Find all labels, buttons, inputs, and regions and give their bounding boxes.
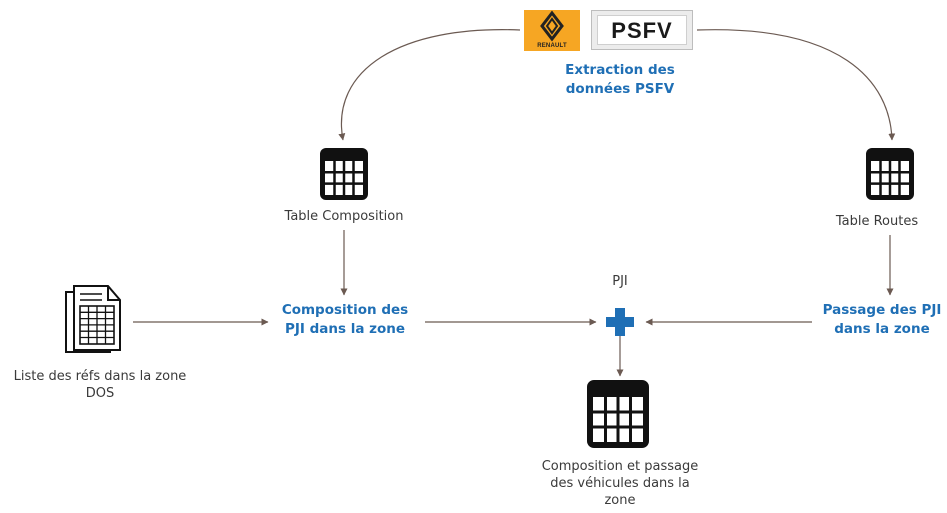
table-routes-icon bbox=[866, 148, 914, 200]
liste-refs-label-line-1: Liste des réfs dans la zone bbox=[13, 369, 187, 384]
result-label-line-3: zone bbox=[604, 493, 636, 508]
document-icon bbox=[65, 285, 121, 353]
extraction-label-line-1: Extraction des bbox=[565, 62, 675, 78]
liste-refs-label: Liste des réfs dans la zone DOS bbox=[0, 368, 200, 402]
passage-pji-label-line-2: dans la zone bbox=[834, 321, 930, 337]
arrow-extraction-to-table-composition bbox=[338, 29, 521, 141]
renault-logo: RENAULT bbox=[524, 10, 580, 51]
renault-diamond-icon bbox=[540, 10, 564, 42]
renault-logo-text: RENAULT bbox=[537, 43, 567, 49]
plus-icon bbox=[606, 308, 634, 336]
composition-pji-label: Composition des PJI dans la zone bbox=[265, 301, 425, 339]
extraction-label: Extraction des données PSFV bbox=[540, 61, 700, 99]
result-label: Composition et passage des véhicules dan… bbox=[518, 458, 722, 509]
table-composition-label: Table Composition bbox=[284, 209, 404, 224]
liste-refs-label-line-2: DOS bbox=[85, 386, 115, 401]
result-label-line-2: des véhicules dans la bbox=[550, 476, 690, 491]
result-label-line-1: Composition et passage bbox=[541, 459, 699, 474]
table-routes-label: Table Routes bbox=[835, 214, 919, 229]
composition-pji-label-line-1: Composition des bbox=[281, 302, 409, 318]
result-table-icon bbox=[587, 380, 649, 448]
arrow-extraction-to-table-routes bbox=[696, 29, 896, 141]
psfv-logo: PSFV bbox=[591, 10, 693, 50]
psfv-logo-text: PSFV bbox=[611, 18, 673, 43]
pji-label: PJI bbox=[612, 274, 628, 289]
extraction-label-line-2: données PSFV bbox=[565, 81, 675, 97]
passage-pji-label: Passage des PJI dans la zone bbox=[817, 301, 947, 339]
passage-pji-label-line-1: Passage des PJI bbox=[822, 302, 942, 318]
table-composition-icon bbox=[320, 148, 368, 200]
composition-pji-label-line-2: PJI dans la zone bbox=[284, 321, 406, 337]
